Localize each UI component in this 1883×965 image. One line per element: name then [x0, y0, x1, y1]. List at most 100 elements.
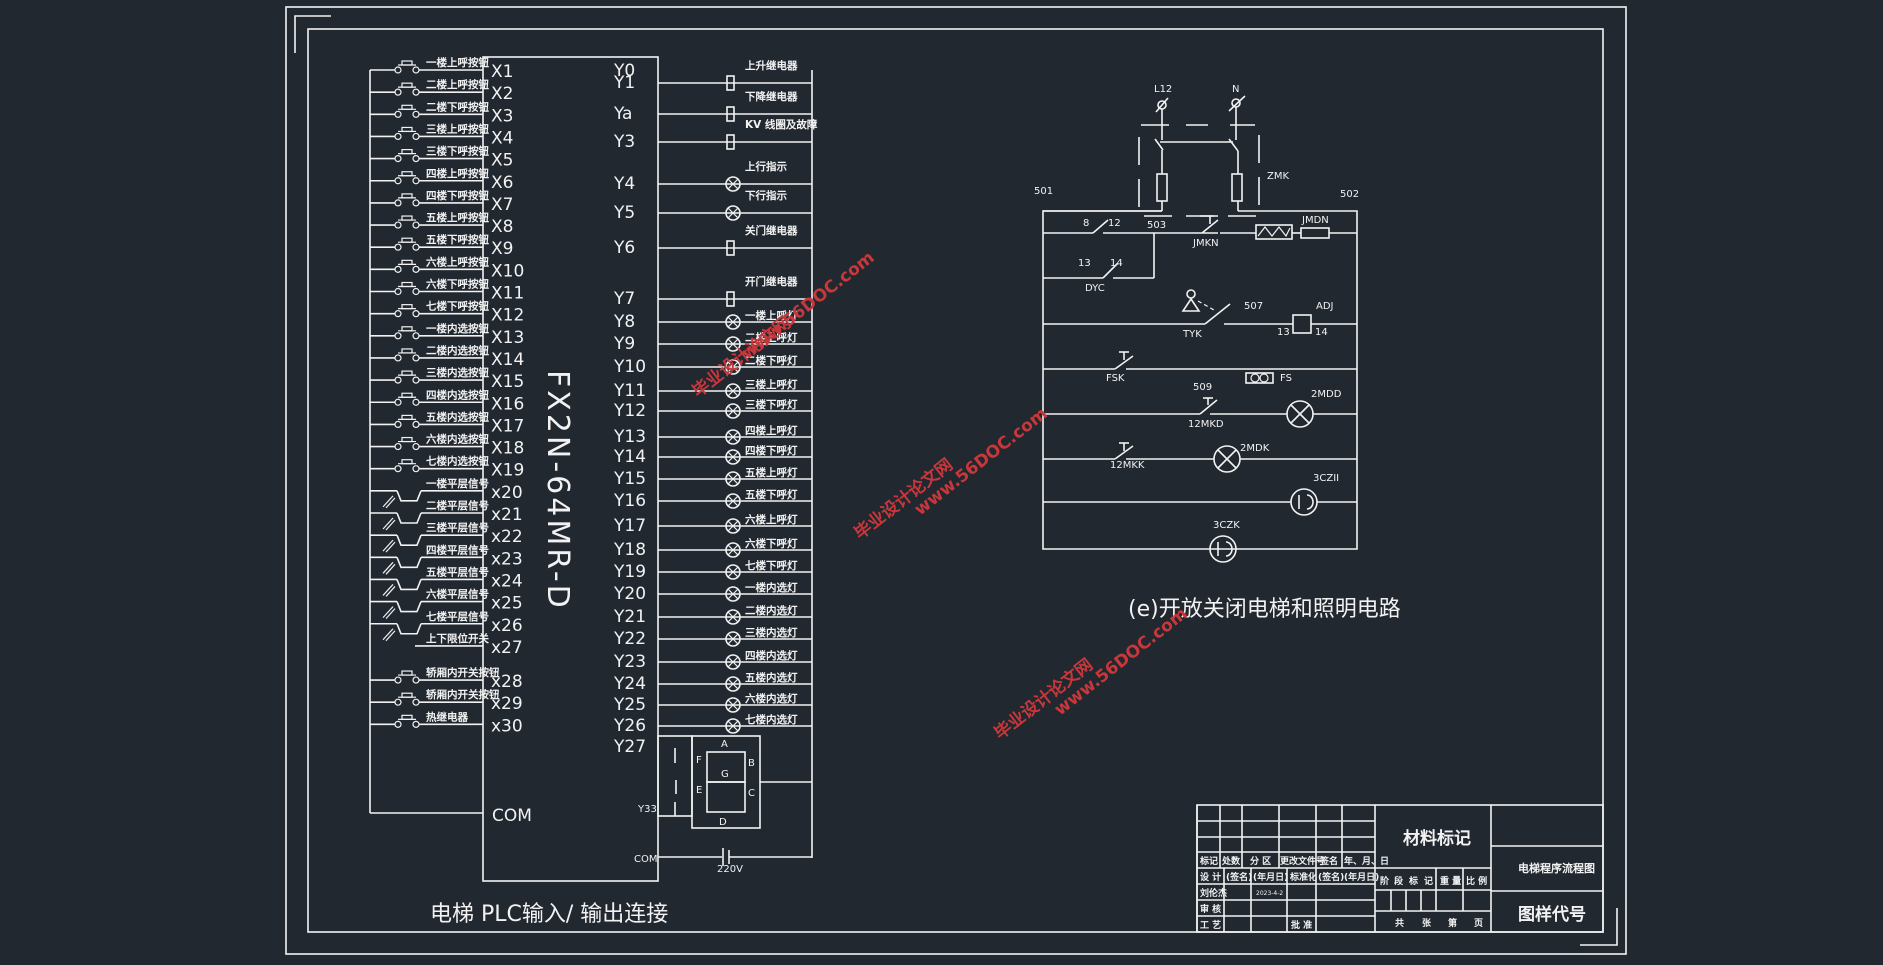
- proximity-sensor-icon: [396, 534, 422, 546]
- lamp-icon: [725, 336, 741, 352]
- contact-terminal: [394, 155, 402, 163]
- output-label: 下行指示: [745, 189, 787, 202]
- output-pin: Y3: [613, 132, 635, 152]
- tb-stage-0: 阶: [1380, 875, 1390, 887]
- output-label: 关门继电器: [745, 224, 798, 237]
- input-label: 二楼内选按钮: [426, 344, 489, 357]
- czii-label: 3CZII: [1313, 473, 1339, 484]
- output-label: 上行指示: [745, 160, 787, 173]
- mdk-label: 2MDK: [1240, 443, 1270, 454]
- output-label: 上升继电器: [745, 59, 798, 72]
- mkd-label: 12MKD: [1188, 419, 1224, 430]
- output-pin: Y24: [613, 674, 646, 694]
- input-label: 四楼下呼按钮: [426, 189, 489, 202]
- push-button-icon: [401, 171, 413, 177]
- node-509: 509: [1193, 382, 1212, 393]
- input-label: 六楼平层信号: [426, 588, 489, 601]
- tb-h2: 分 区: [1250, 855, 1271, 867]
- output-label: 一楼内选灯: [745, 581, 798, 594]
- output-pin: Y7: [613, 289, 635, 309]
- push-button-icon: [401, 370, 413, 376]
- input-pin: X6: [491, 173, 513, 193]
- input-pin: X10: [491, 261, 524, 281]
- jmdn-label: JMDN: [1301, 215, 1329, 226]
- input-label: 六楼下呼按钮: [426, 278, 489, 291]
- lamp-icon: [725, 609, 741, 625]
- tb-scale: 比 例: [1466, 875, 1487, 887]
- contact-13: 13: [1078, 258, 1091, 269]
- input-pin: x28: [491, 672, 523, 692]
- left-diagram-title: 电梯 PLC输入/ 输出连接: [430, 902, 668, 927]
- tb-design: 设 计: [1200, 871, 1221, 883]
- input-pin: X4: [491, 128, 513, 148]
- adj-coil: [1292, 314, 1312, 334]
- input-label: 六楼上呼按钮: [426, 255, 489, 268]
- input-label: 三楼平层信号: [426, 521, 489, 534]
- lamp-icon: [725, 359, 741, 375]
- push-button-icon: [401, 104, 413, 110]
- node-501: 501: [1034, 186, 1053, 197]
- lamp-icon: [725, 564, 741, 580]
- tb-stage-2: 标: [1408, 875, 1418, 887]
- tb-h0: 标记: [1199, 855, 1218, 867]
- proximity-sensor-icon: [396, 601, 422, 613]
- output-row: Y0: [613, 61, 635, 81]
- input-label: 上下限位开关: [426, 632, 489, 645]
- lighting-circuit: L12 N ZMK 501 502 8 12 503: [1034, 84, 1359, 563]
- input-label: 轿厢内开关按钮: [426, 688, 500, 701]
- czk-label: 3CZK: [1213, 520, 1240, 531]
- seg-b: B: [748, 758, 755, 769]
- output-pin: Y6: [613, 238, 635, 258]
- output-pin: Y20: [613, 584, 646, 604]
- input-pin: X5: [491, 151, 513, 171]
- push-button-icon: [401, 414, 413, 420]
- output-row: Y24 五楼内选灯: [613, 671, 812, 694]
- push-button-icon: [401, 392, 413, 398]
- lamp-2mdd: [1286, 400, 1314, 428]
- input-label: 七楼内选按钮: [426, 455, 489, 468]
- output-pin: Y15: [613, 469, 646, 489]
- output-label: 三楼上呼灯: [745, 378, 798, 391]
- output-pin: Y22: [613, 629, 646, 649]
- tb-stage-3: 记: [1424, 875, 1433, 887]
- tb-approve: 批 准: [1291, 919, 1312, 931]
- title-block: 标记 处数 分 区 更改文件号 签名 年、月、日 设 计 (签名) (年月日) …: [1196, 804, 1604, 933]
- output-pin: Y9: [613, 334, 635, 354]
- lamp-icon: [725, 314, 741, 330]
- output-pin: Y8: [613, 312, 635, 332]
- tb-stage-1: 段: [1394, 875, 1404, 887]
- output-label: 五楼内选灯: [745, 671, 798, 684]
- contact-terminal: [394, 287, 402, 296]
- input-label: 七楼平层信号: [426, 610, 489, 623]
- watermark-2-url: www.56DOC.com: [911, 404, 1052, 520]
- input-label: 三楼内选按钮: [426, 366, 489, 379]
- contact-terminal: [394, 465, 402, 473]
- push-button-icon: [401, 82, 413, 88]
- output-row: Y20 一楼内选灯: [613, 581, 812, 604]
- node-502: 502: [1340, 189, 1359, 200]
- tb-sheets: 张: [1422, 917, 1432, 929]
- push-button-icon: [401, 714, 413, 720]
- output-pin: Y11: [613, 381, 646, 401]
- push-button-icon: [401, 237, 413, 243]
- push-button-icon: [401, 436, 413, 443]
- output-row: Y27: [613, 737, 646, 757]
- tb-nth: 第: [1448, 917, 1457, 929]
- contact-terminal: [394, 442, 402, 451]
- output-label: 四楼上呼灯: [745, 424, 798, 437]
- tb-standard-date: (年月日): [1344, 871, 1379, 883]
- tb-h5: 年、月、日: [1344, 855, 1389, 867]
- contact-terminal: [394, 698, 402, 706]
- socket-3czk: [1209, 535, 1237, 563]
